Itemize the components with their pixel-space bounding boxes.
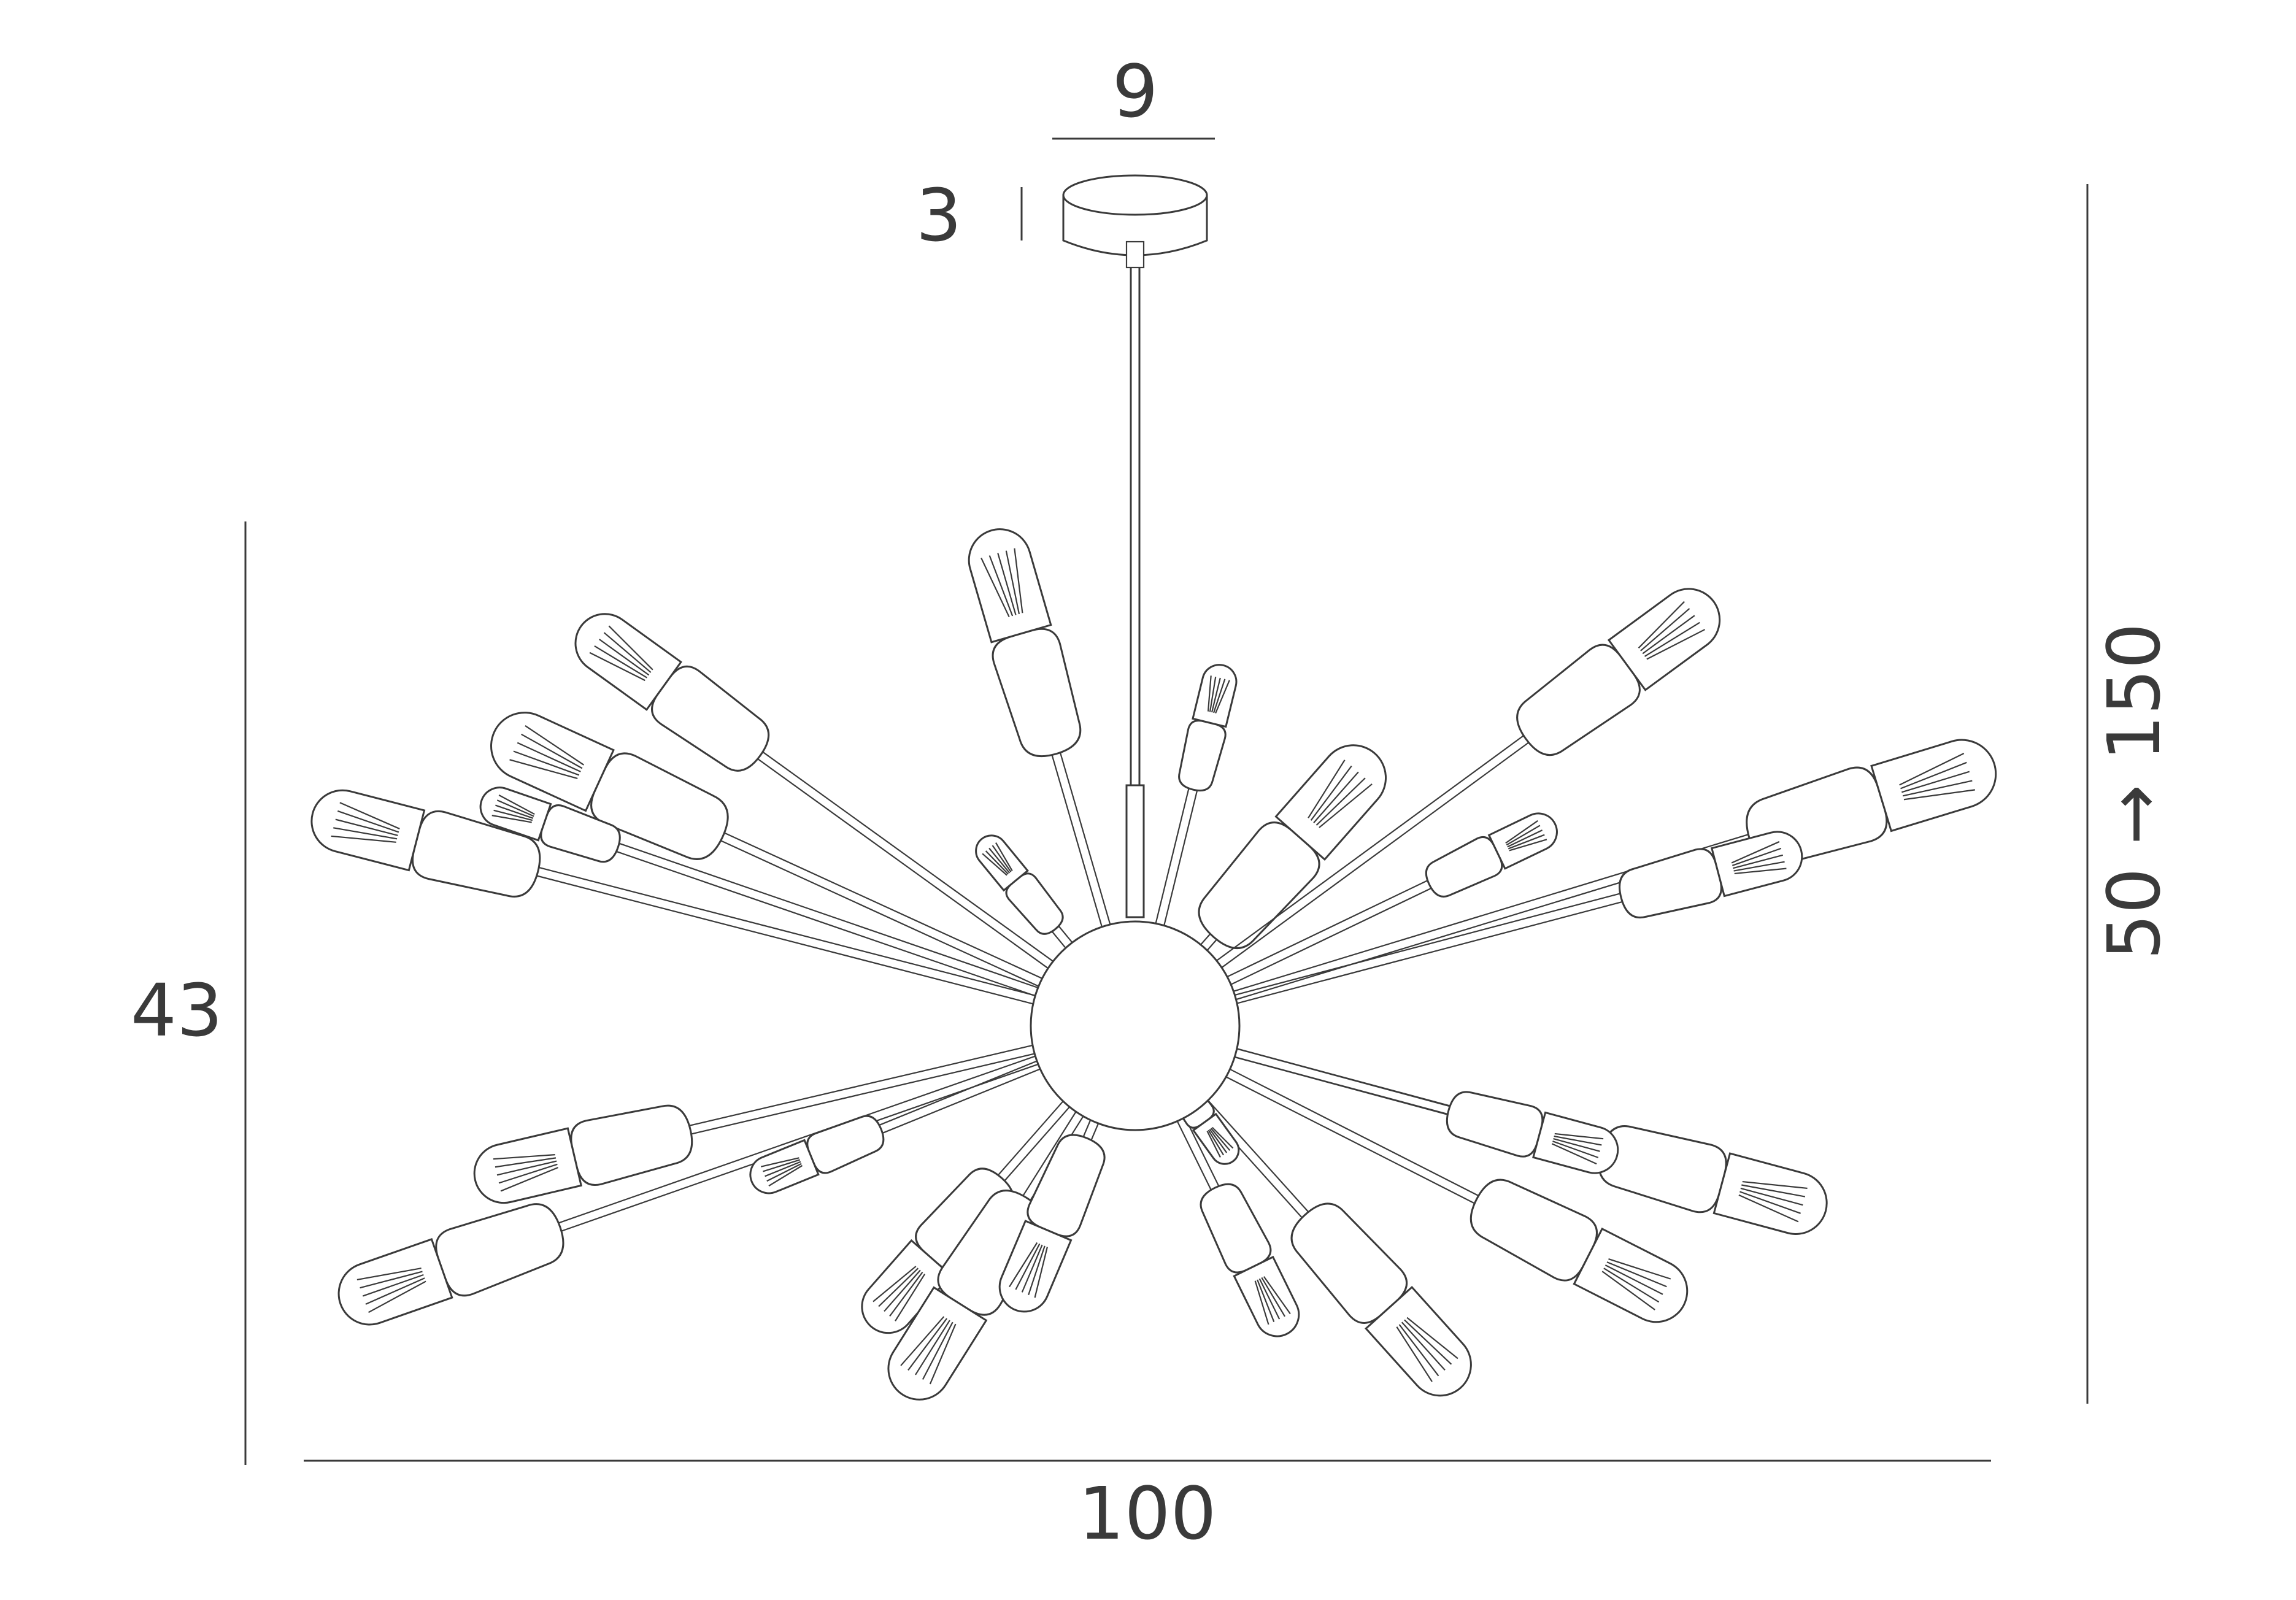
center-hub [1030,920,1241,1131]
bulb-arm [337,1051,1050,1326]
dimension-lines [244,137,2089,1465]
downrod [1125,267,1145,918]
overall-height-label: 50 → 150 [2092,623,2176,960]
bulb-arm [1206,588,1721,975]
bulb-arm [975,834,1081,958]
bulb-arm [574,613,1064,976]
bulb-arm [479,787,1050,1001]
arms-group [310,528,1997,1401]
bulb-arm [1171,1106,1300,1337]
bulb-arm [473,1042,1047,1204]
bulb-arm [887,1101,1090,1401]
bulb-arm [1215,812,1558,991]
bulb-arm [310,789,1048,1008]
bulb-arm [1152,664,1238,939]
body-height-label: 43 [131,968,223,1053]
bulb-arm [998,1108,1106,1313]
bulb-arm [490,712,1054,992]
canopy-width-label: 9 [1112,49,1158,134]
overall-width-label: 100 [1078,1471,1216,1556]
ceiling-canopy [1062,174,1208,269]
bulb-arm [968,528,1114,939]
bulb-arm [1214,1063,1689,1323]
bulb-arm [1222,1045,1619,1174]
canopy-height-label: 3 [915,173,961,258]
chandelier-illustration [310,174,1997,1401]
bulb-arm [861,1091,1079,1334]
bulb-arm [1193,1091,1472,1397]
bulb-arm [749,1055,1052,1194]
